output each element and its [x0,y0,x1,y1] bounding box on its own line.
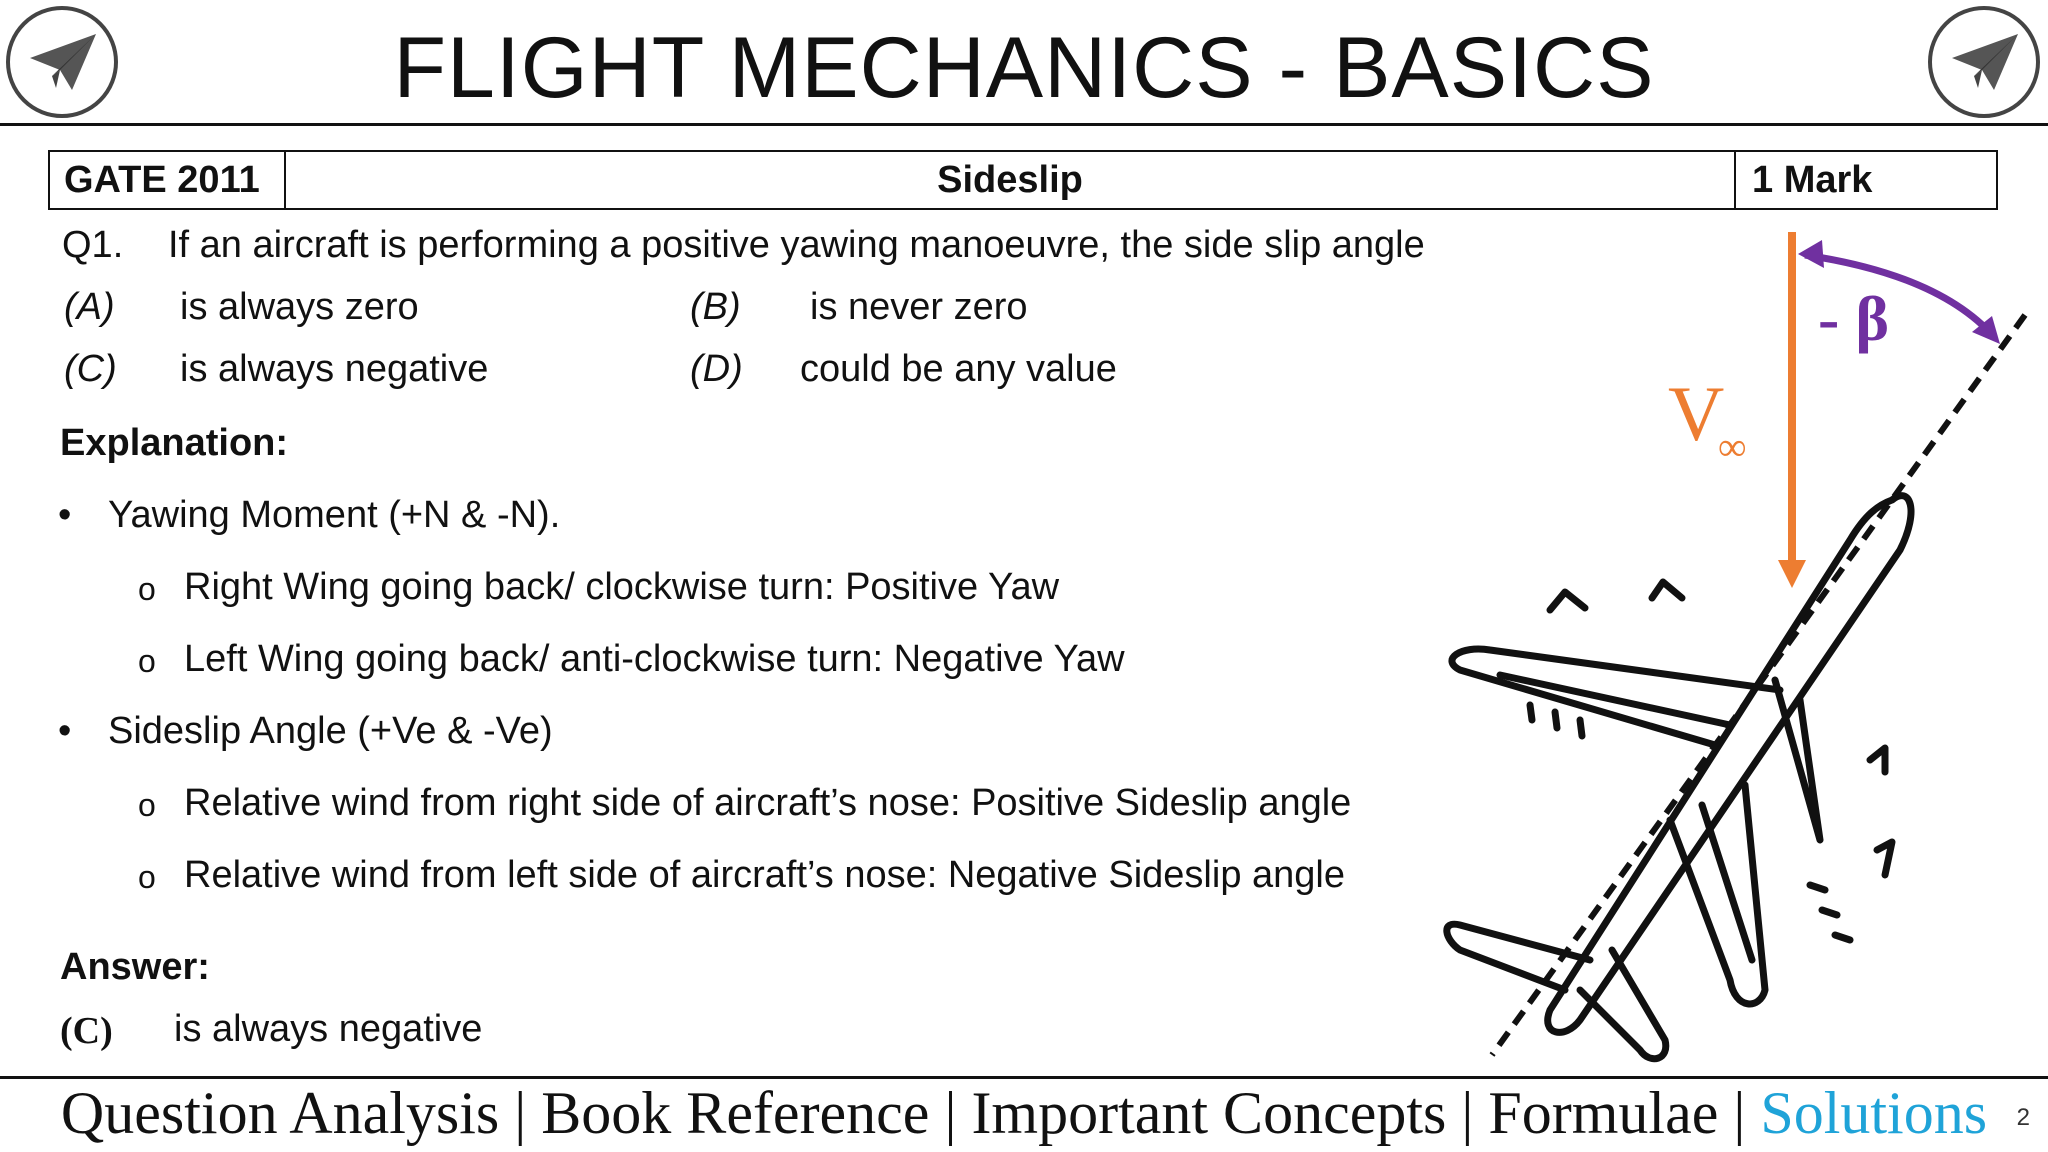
beta-label: - β [1818,283,1889,354]
sub-bullet-marker: o [138,643,156,679]
option-a-key: (A) [64,286,115,328]
footer-nav: Question Analysis | Book Reference | Imp… [0,1078,2048,1148]
sub-bullet-positive-yaw: Right Wing going back/ clockwise turn: P… [184,566,1060,608]
bullet-sideslip: Sideslip Angle (+Ve & -Ve) [108,710,553,752]
footer-link-formulae[interactable]: Formulae [1488,1080,1719,1146]
marks-cell: 1 Mark [1752,158,1873,201]
bullet-yawing: Yawing Moment (+N & -N). [108,494,561,536]
sub-bullet-marker: o [138,571,156,607]
page-number: 2 [2016,1104,2030,1131]
sub-bullet-marker: o [138,859,156,895]
beta-arrowhead-right [1972,316,2000,344]
velocity-arrowhead [1778,560,1806,588]
footer-separator: | [1718,1080,1761,1146]
explanation-heading: Explanation: [60,422,289,464]
sub-bullet-negative-yaw: Left Wing going back/ anti-clockwise tur… [184,638,1125,680]
logo-left [6,6,118,118]
paper-plane-icon [1952,34,2018,90]
answer-heading: Answer: [60,946,210,988]
sub-bullet-negative-sideslip: Relative wind from left side of aircraft… [184,854,1345,896]
question-text: If an aircraft is performing a positive … [168,224,1425,266]
body-axis-line [1489,313,2028,1057]
footer-link-solutions[interactable]: Solutions [1760,1080,1988,1146]
answer-text: is always negative [174,1008,483,1050]
footer-separator: | [1446,1080,1489,1146]
question-header-table: GATE 2011 Sideslip 1 Mark [48,150,1998,210]
footer-link-important-concepts[interactable]: Important Concepts [971,1080,1447,1146]
bullet-marker: • [58,710,72,752]
paper-plane-icon [30,34,96,90]
sub-bullet-positive-sideslip: Relative wind from right side of aircraf… [184,782,1352,824]
airplane-drawing [1443,492,1915,1063]
velocity-label: V [1668,370,1724,457]
velocity-subscript: ∞ [1718,424,1747,469]
answer-key: (C) [60,1010,113,1052]
option-d-key: (D) [690,348,743,390]
footer-link-question-analysis[interactable]: Question Analysis [60,1080,500,1146]
footer-link-book-reference[interactable]: Book Reference [541,1080,930,1146]
sideslip-diagram: V ∞ - β [1443,232,2028,1063]
question-number: Q1. [62,224,124,266]
sub-bullet-marker: o [138,787,156,823]
option-b-key: (B) [690,286,741,328]
option-c-text: is always negative [180,348,489,390]
beta-arrowhead-left [1798,240,1824,268]
header-divider [0,123,2048,126]
exam-cell: GATE 2011 [50,152,286,208]
option-a-text: is always zero [180,286,419,328]
option-d-text: could be any value [800,348,1117,390]
beta-arc [1804,251,1998,341]
logo-right [1928,6,2040,118]
topic-cell: Sideslip [286,152,1736,208]
footer-separator: | [929,1080,972,1146]
footer-divider [0,1076,2048,1079]
footer-separator: | [499,1080,542,1146]
page-title: FLIGHT MECHANICS - BASICS [393,20,1655,116]
option-b-text: is never zero [810,286,1028,328]
bullet-marker: • [58,494,72,536]
option-c-key: (C) [64,348,117,390]
